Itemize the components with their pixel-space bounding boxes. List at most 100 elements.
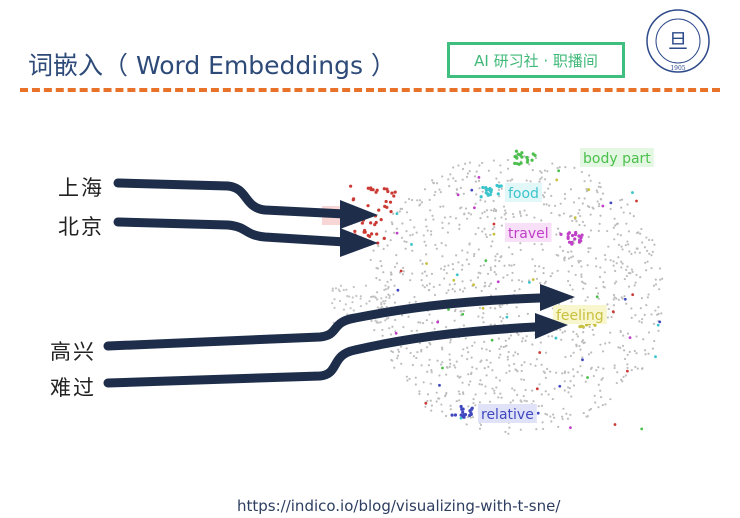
scatter-point bbox=[495, 386, 498, 389]
scatter-point bbox=[579, 365, 582, 368]
scatter-point bbox=[621, 297, 624, 300]
scatter-point bbox=[541, 248, 544, 251]
scatter-point bbox=[418, 392, 421, 396]
scatter-point bbox=[510, 279, 514, 282]
scatter-point bbox=[447, 289, 450, 292]
scatter-point bbox=[483, 281, 487, 284]
scatter-point bbox=[597, 204, 601, 208]
scatter-point bbox=[491, 228, 494, 231]
scatter-point bbox=[400, 314, 404, 317]
scatter-point bbox=[466, 346, 469, 349]
scatter-point bbox=[441, 346, 444, 349]
scatter-point bbox=[384, 299, 387, 303]
scatter-point bbox=[583, 341, 586, 344]
scatter-point bbox=[390, 273, 393, 276]
scatter-point bbox=[522, 394, 525, 398]
scatter-point bbox=[432, 285, 435, 289]
scatter-point bbox=[386, 280, 389, 284]
cluster-point bbox=[567, 231, 572, 235]
cluster-point bbox=[410, 243, 413, 246]
scatter-point bbox=[394, 330, 397, 333]
scatter-point bbox=[525, 335, 528, 338]
scatter-point bbox=[473, 341, 476, 344]
scatter-point bbox=[402, 326, 405, 329]
scatter-point bbox=[612, 304, 615, 307]
scatter-point bbox=[589, 247, 592, 250]
scatter-point bbox=[570, 264, 574, 268]
scatter-point bbox=[453, 364, 456, 367]
scatter-point bbox=[484, 233, 487, 236]
scatter-point bbox=[593, 394, 596, 397]
scatter-point bbox=[525, 179, 528, 182]
scatter-point bbox=[462, 348, 465, 351]
scatter-point bbox=[443, 277, 446, 280]
scatter-point bbox=[438, 374, 441, 377]
scatter-point bbox=[445, 291, 448, 295]
scatter-point bbox=[422, 381, 425, 384]
scatter-point bbox=[651, 347, 655, 350]
scatter-point bbox=[599, 214, 602, 217]
scatter-point bbox=[626, 366, 629, 370]
scatter-point bbox=[586, 296, 589, 299]
scatter-point bbox=[478, 164, 481, 167]
scatter-point bbox=[607, 245, 610, 248]
cluster-point bbox=[366, 186, 370, 190]
scatter-point bbox=[388, 294, 391, 297]
scatter-point bbox=[539, 178, 542, 181]
scatter-point bbox=[613, 296, 616, 299]
scatter-point bbox=[351, 301, 354, 304]
scatter-point bbox=[452, 268, 455, 271]
source-url[interactable]: https://indico.io/blog/visualizing-with-… bbox=[237, 497, 561, 515]
scatter-point bbox=[517, 279, 521, 282]
cluster-point bbox=[497, 185, 501, 189]
scatter-point bbox=[375, 320, 378, 323]
scatter-point bbox=[565, 412, 568, 415]
scatter-point bbox=[500, 216, 503, 219]
scatter-point bbox=[414, 383, 417, 386]
scatter-point bbox=[494, 255, 497, 258]
scatter-point bbox=[516, 370, 519, 373]
scatter-point bbox=[528, 163, 531, 166]
scatter-point bbox=[627, 230, 631, 233]
scatter-point bbox=[557, 254, 560, 257]
scatter-point bbox=[460, 310, 463, 313]
scatter-point bbox=[427, 289, 430, 292]
scatter-point bbox=[478, 427, 482, 430]
cluster-point bbox=[574, 230, 578, 235]
scatter-point bbox=[333, 306, 336, 309]
scatter-point bbox=[359, 304, 362, 308]
scatter-point bbox=[380, 264, 383, 268]
scatter-point bbox=[548, 183, 552, 186]
scatter-point bbox=[421, 284, 424, 287]
scatter-point bbox=[459, 186, 463, 190]
scatter-point bbox=[598, 181, 601, 185]
scatter-point bbox=[540, 176, 543, 179]
scatter-point bbox=[518, 288, 521, 291]
cluster-point bbox=[579, 239, 583, 243]
svg-text:relative: relative bbox=[481, 407, 534, 423]
cluster-point bbox=[640, 427, 644, 431]
scatter-point bbox=[580, 340, 584, 343]
scatter-point bbox=[519, 248, 522, 252]
scatter-point bbox=[609, 207, 612, 211]
scatter-point bbox=[382, 247, 385, 251]
scatter-point bbox=[457, 261, 460, 264]
scatter-point bbox=[442, 205, 445, 208]
svg-text:travel: travel bbox=[508, 226, 549, 242]
scatter-point bbox=[569, 215, 572, 218]
scatter-point bbox=[459, 375, 462, 378]
scatter-point bbox=[474, 286, 478, 289]
scatter-point bbox=[449, 408, 452, 411]
cluster-point bbox=[595, 295, 599, 299]
scatter-point bbox=[485, 348, 488, 351]
scatter-point bbox=[472, 398, 475, 401]
cluster-point bbox=[654, 355, 657, 359]
scatter-point bbox=[613, 217, 616, 220]
scatter-point bbox=[400, 236, 404, 239]
scatter-point bbox=[598, 202, 601, 206]
scatter-point bbox=[420, 350, 423, 353]
scatter-point bbox=[483, 210, 486, 213]
scatter-point bbox=[408, 377, 411, 380]
scatter-point bbox=[626, 265, 629, 268]
scatter-point bbox=[586, 204, 589, 208]
